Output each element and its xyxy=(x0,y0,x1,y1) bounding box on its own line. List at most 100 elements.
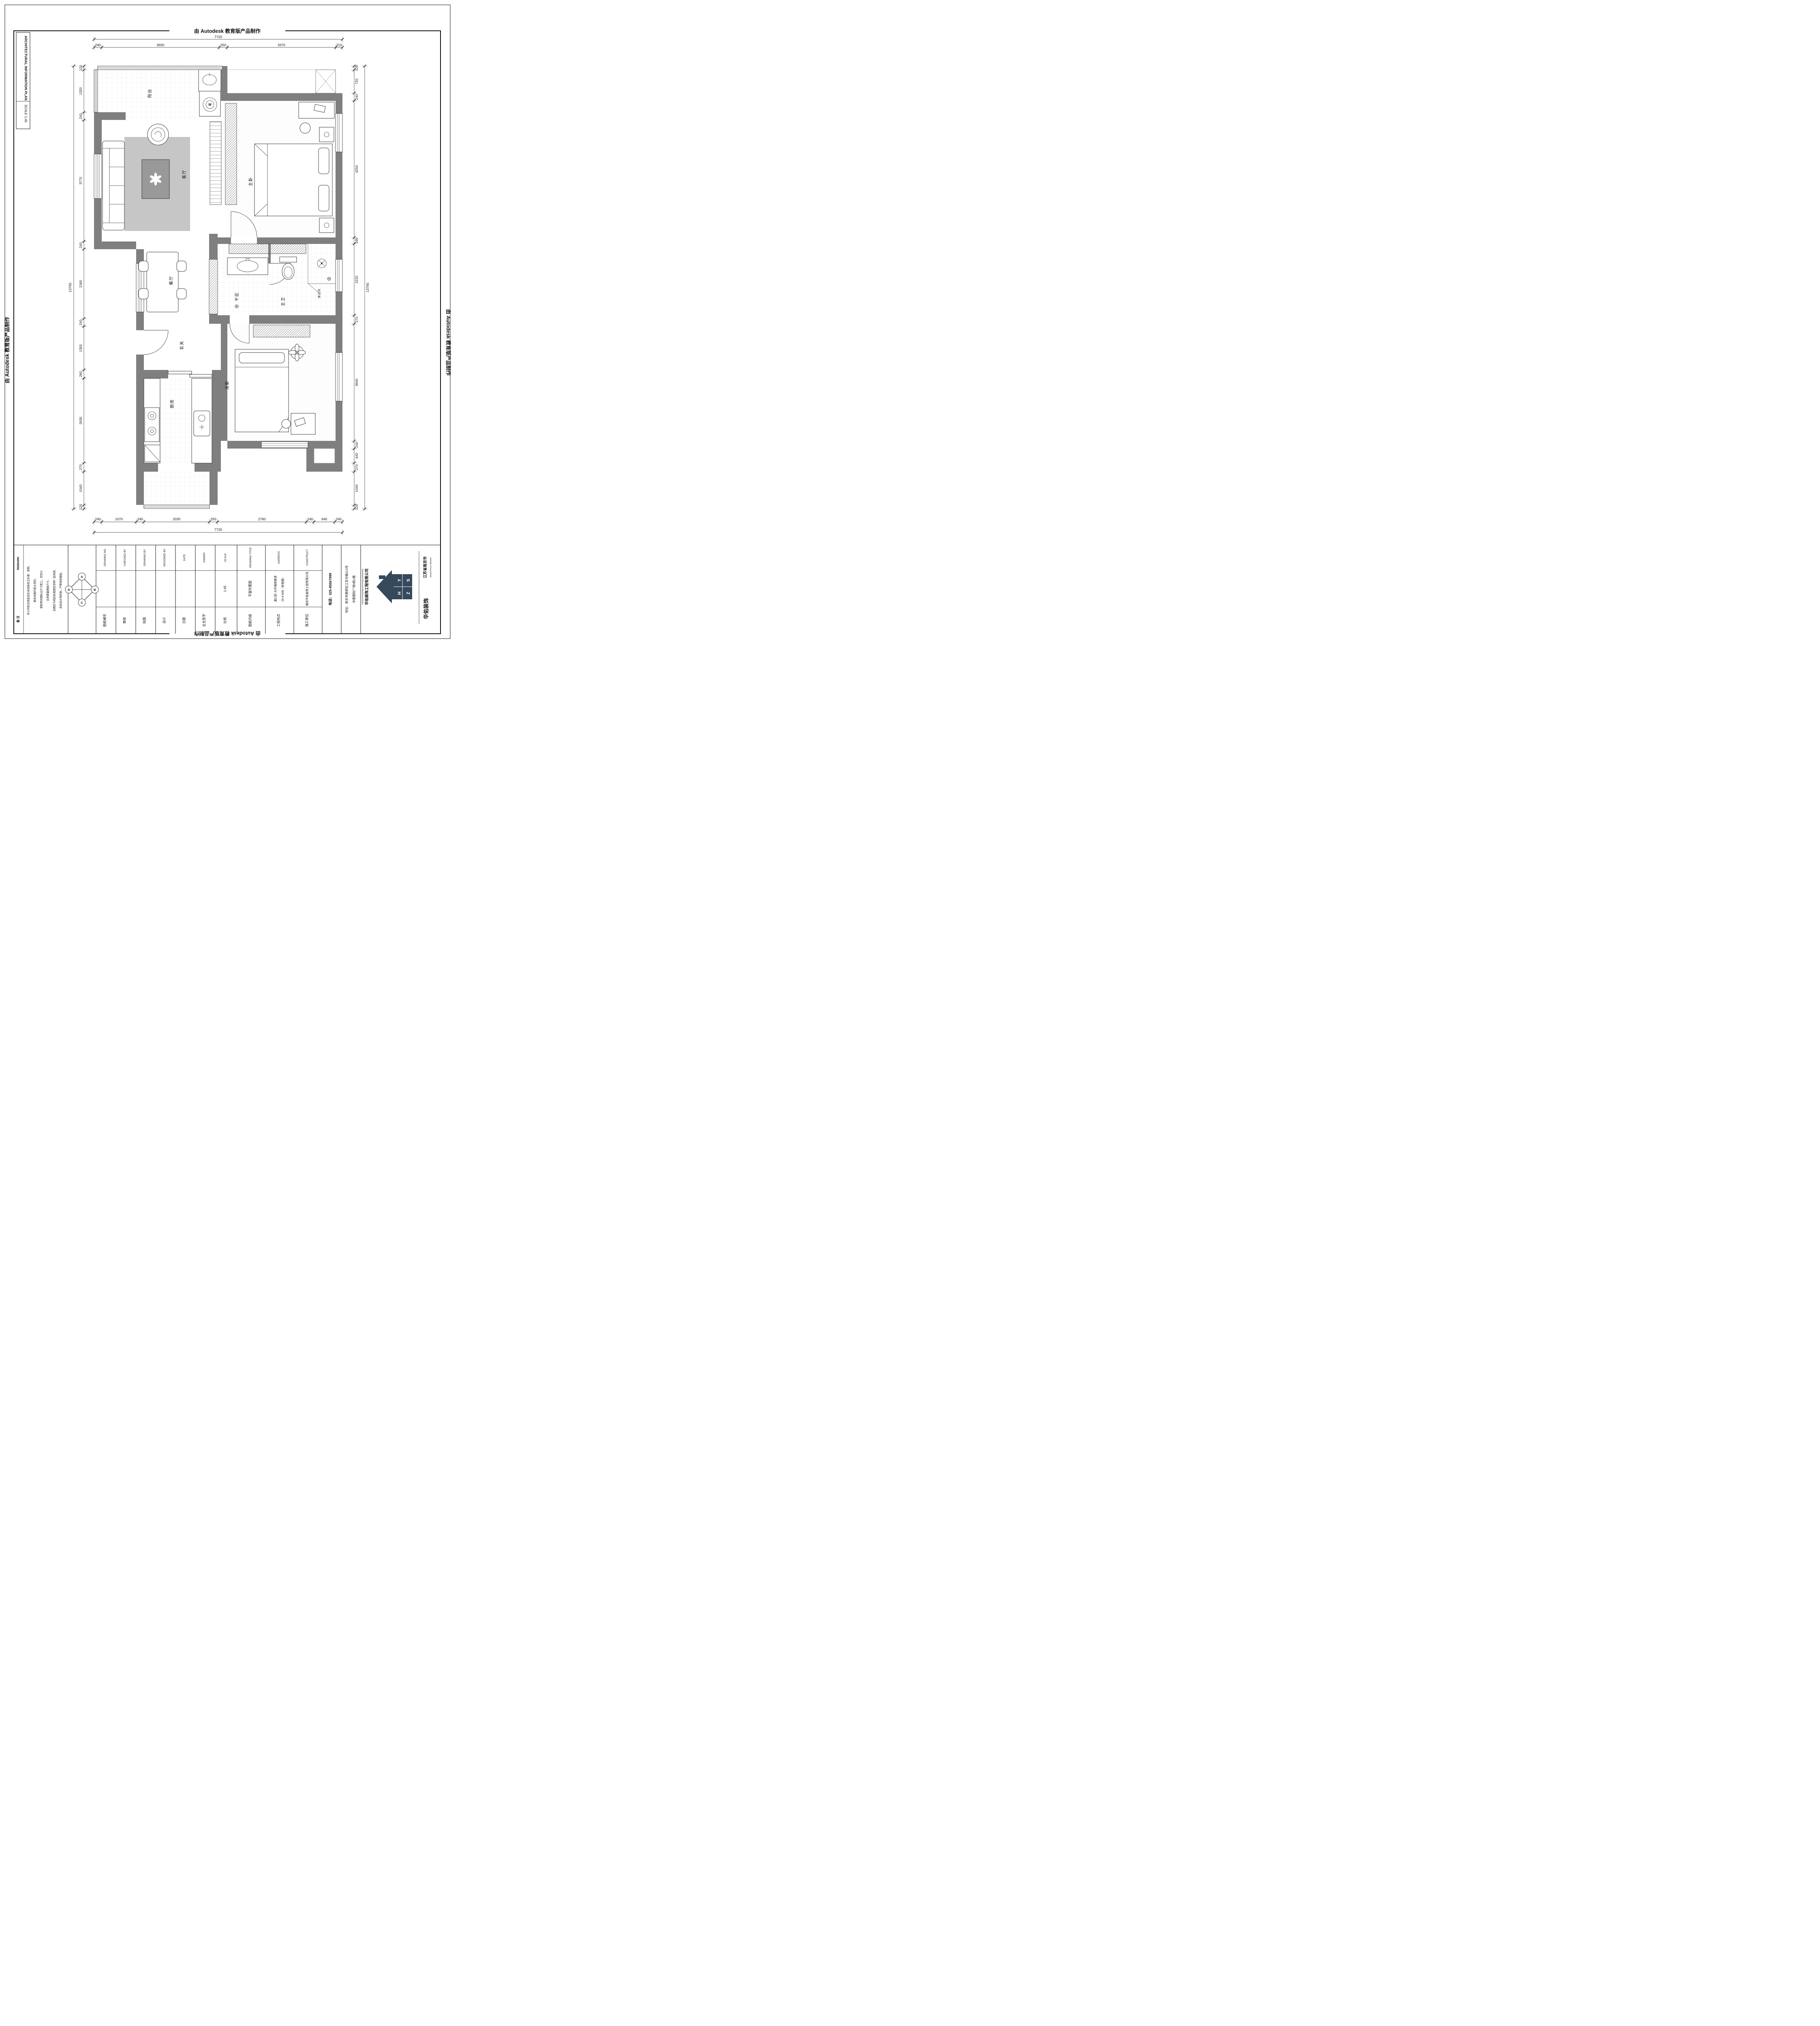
autodesk-stamps: 由 Autodesk 教育版产品制作 由 Autodesk 教育版产品制作 由 … xyxy=(4,27,451,638)
nightstand xyxy=(319,127,334,142)
field-label-zh: 日期 xyxy=(182,617,186,624)
doors xyxy=(143,211,291,378)
dimension-text: 270 xyxy=(355,316,359,322)
toilet xyxy=(279,256,297,280)
round-ottoman xyxy=(147,124,169,145)
dimension-chain-right: 1207202404250195222027036402404402701040… xyxy=(351,64,359,511)
second-bedroom-wardrobe xyxy=(253,325,310,338)
remark-line: 请依照本图标注尺寸施工，切勿以 xyxy=(39,570,43,609)
logo-letter: H xyxy=(397,592,402,595)
cabinets xyxy=(209,103,310,338)
balcony-fixtures: W xyxy=(198,69,221,117)
dimension-text: 240 xyxy=(79,319,83,325)
dimension-total-left: 13765 xyxy=(68,64,77,511)
living-room-furniture xyxy=(102,124,190,231)
dimension-text: 250 xyxy=(220,43,226,47)
vanity-counter xyxy=(227,257,268,275)
dimension-text: 7720 xyxy=(214,528,222,532)
room-labels: 阳台 客厅 主卧 餐厅 干区 主卫 淋浴间 玄关 厨房 次卧 xyxy=(147,89,321,408)
master-bedroom-door xyxy=(231,211,257,238)
dimension-text: 2760 xyxy=(258,517,266,521)
dimension-text: 120 xyxy=(355,65,359,71)
floor-drain xyxy=(235,304,239,308)
table-flower-decor xyxy=(150,173,162,186)
dimension-total-top: 7720 xyxy=(92,35,344,42)
dimension-text: 240 xyxy=(336,517,341,521)
tv-glass-cabinet xyxy=(210,121,222,205)
remark-label-zh: 备 注 xyxy=(16,615,20,623)
nightstand xyxy=(319,218,334,233)
kitchen-fixtures xyxy=(143,378,212,464)
dimension-text: 7720 xyxy=(214,35,222,39)
dimension-text: 440 xyxy=(355,453,359,459)
dimension-text: 240 xyxy=(137,517,143,521)
dimension-text: 720 xyxy=(355,79,359,84)
field-label-en: CHECKED BY xyxy=(124,549,126,566)
room-label-entry: 玄关 xyxy=(179,341,184,350)
fridge xyxy=(144,445,160,462)
dimension-text: 1320 xyxy=(79,87,83,95)
field-value-scale: 1:45 xyxy=(223,586,227,592)
dimension-text: 240 xyxy=(307,517,313,521)
floor-plan: W xyxy=(94,66,343,509)
room-label-second-bedroom: 次卧 xyxy=(225,380,230,390)
field-label-zh: 工程地点 xyxy=(276,614,280,627)
dimension-text: 240 xyxy=(355,442,359,448)
field-label-en: OWNER xyxy=(203,552,206,562)
dimension-text: 1070 xyxy=(115,517,123,521)
room-label-kitchen: 厨房 xyxy=(169,399,175,408)
floor-drain xyxy=(327,277,331,281)
dining-chair xyxy=(138,261,149,272)
field-label-zh: 施工单位 xyxy=(305,614,309,627)
field-label-zh: 图纸编号 xyxy=(103,614,107,627)
dimension-text: 240 xyxy=(95,517,101,521)
field-label-en: SCALE xyxy=(224,553,227,562)
field-label-en: ADDRESS xyxy=(278,551,280,564)
windows xyxy=(94,66,343,509)
dimension-text: 240 xyxy=(79,242,83,248)
dimension-chain-left: 1201320240377024021602401355260263027010… xyxy=(79,64,87,511)
dining-chair xyxy=(176,288,187,299)
titleblock-remark: REMARK 备 注 本公司依法保留追究未经授权之抄袭、复制、 更改本图内容之权… xyxy=(16,556,62,623)
room-label-dining: 餐厅 xyxy=(169,276,174,285)
master-bedroom-furniture xyxy=(254,102,335,233)
company-phone: 电话：025-85567999 xyxy=(328,573,332,606)
dimension-text: 1040 xyxy=(355,484,359,492)
titleblock-contact: 电话：025-85567999 地址：南京市建邺区江东中路313号 中泰国际广场… xyxy=(328,565,356,613)
autodesk-stamp-left: 由 Autodesk 教育版产品制作 xyxy=(4,317,10,383)
dimension-text: 270 xyxy=(79,464,83,470)
autodesk-stamp-top: 由 Autodesk 教育版产品制作 xyxy=(194,28,261,34)
remark-label-en: REMARK xyxy=(16,556,20,570)
field-label-zh: 审核 xyxy=(122,617,126,624)
dimension-text: 1040 xyxy=(79,484,83,492)
entrance-door xyxy=(143,330,169,355)
dining-furniture xyxy=(138,252,187,312)
field-label-zh: 图纸内容 xyxy=(248,614,252,627)
plan-info-box: ARCHITECTURAL INFORMATION PLAN SCALE 1:4… xyxy=(16,32,30,129)
room-label-shower: 淋浴间 xyxy=(317,289,321,298)
plan-scale-label: SCALE 1:45 xyxy=(24,105,28,123)
titleblock-field-drawing-by: DRAWING BY 绘图 xyxy=(142,549,146,624)
field-label-en: DRAWING BY xyxy=(143,549,146,566)
dining-table xyxy=(146,252,179,312)
field-label-zh: 业主签字 xyxy=(202,614,206,627)
dimension-text: 645 xyxy=(321,517,327,521)
dimension-text: 4250 xyxy=(355,165,359,173)
company-logo: H Y Z S xyxy=(376,570,412,603)
dimension-text: 195 xyxy=(355,238,359,244)
titleblock-field-checked-by: CHECKED BY 审核 xyxy=(122,549,126,624)
master-wardrobe xyxy=(225,103,237,205)
second-bedroom-door xyxy=(229,323,250,344)
shower-area xyxy=(308,244,336,293)
field-label-zh: 绘图 xyxy=(142,617,146,624)
ac-platforms xyxy=(227,69,336,464)
dimension-text: 2160 xyxy=(79,280,83,288)
company-address-line1: 地址：南京市建邺区江东中路313号 xyxy=(344,565,349,613)
field-value-address: 29-4-908（有电梯） xyxy=(281,576,284,601)
dimension-text: 2035 xyxy=(173,517,180,521)
stove xyxy=(144,407,160,442)
compass-letter-e: B xyxy=(94,588,96,592)
dimension-text: 120 xyxy=(79,65,83,71)
study-desk xyxy=(281,413,316,435)
